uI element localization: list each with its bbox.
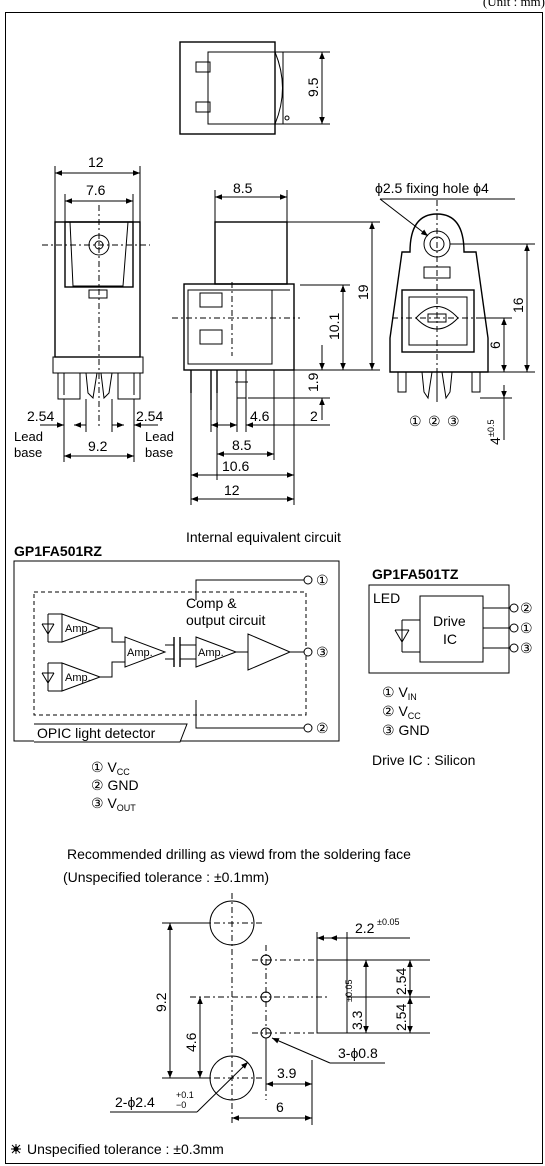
tz-pin-2-sub: CC: [408, 711, 421, 721]
rz-pin-1-sub: CC: [117, 767, 130, 777]
drawing-frame: [5, 12, 543, 1164]
dim-4-tol: ±0.5: [486, 420, 496, 437]
tz-pin-3-name: GND: [398, 722, 429, 738]
tz-pin-2-name: V: [398, 703, 408, 719]
dim-side-8-5: 8.5: [233, 180, 253, 196]
dim-16: 16: [510, 297, 526, 313]
amp-2: Amp.: [65, 672, 91, 684]
top-view: 9.5: [179, 41, 330, 135]
rz-term-2: ②: [316, 720, 329, 736]
hole-big-tol-up: +0.1: [176, 1090, 194, 1100]
dim-2-54-b: 2.54: [393, 1004, 409, 1031]
tz-model: GP1FA501TZ: [372, 566, 459, 582]
tz-pin-3-num: ③: [382, 722, 395, 738]
dim-3-3: 3.3: [349, 1010, 365, 1030]
drive-ic-material: Drive IC : Silicon: [372, 752, 475, 768]
svg-text:③ GND: ③ GND: [382, 722, 430, 738]
lead-base-right-1: Lead: [145, 429, 174, 444]
rz-term-1: ①: [316, 572, 329, 588]
tz-pin-1-num: ①: [382, 684, 395, 700]
hole-big-tol-dn: −0: [176, 1100, 186, 1110]
dim-2-2-tol: ±0.05: [377, 917, 399, 927]
tz-pin-1-sub: IN: [408, 692, 417, 702]
dim-6: 6: [487, 341, 503, 349]
dim-2-54-left: 2.54: [27, 408, 54, 424]
dim-10-6: 10.6: [222, 458, 249, 474]
footer-note: Unspecified tolerance : ±0.3mm: [27, 1141, 224, 1157]
lead-base-right-2: base: [145, 445, 173, 460]
svg-text:② GND: ② GND: [91, 777, 139, 793]
dim-2-2: 2.2: [355, 920, 375, 936]
dim-3-9: 3.9: [277, 1065, 297, 1081]
hole-small-note: 3-ϕ0.8: [338, 1045, 378, 1061]
rz-model: GP1FA501RZ: [14, 543, 102, 559]
dim-9-2: 9.2: [88, 438, 108, 454]
circuit-title: Internal equivalent circuit: [186, 529, 341, 545]
dim-2-54-right: 2.54: [136, 408, 163, 424]
fixing-hole-note: ϕ2.5 fixing hole ϕ4: [375, 180, 489, 196]
amp-4: Amp.: [198, 647, 224, 659]
drilling-pattern: Recommended drilling as viewd from the s…: [63, 846, 430, 1125]
dim-10-1: 10.1: [326, 313, 342, 340]
dim-19: 19: [355, 284, 371, 300]
side-view: 8.5 19 10.1 1.9 4.6 2 8.5 10.6 12: [172, 180, 380, 505]
svg-text:① VCC: ① VCC: [91, 759, 130, 777]
rz-pin-2-name: GND: [107, 777, 138, 793]
dim-drill-4-6: 4.6: [183, 1032, 199, 1052]
amp-3: Amp.: [127, 647, 153, 659]
tz-led-label: LED: [373, 590, 400, 606]
dim-2: 2: [310, 408, 318, 424]
dim-7-6: 7.6: [86, 182, 106, 198]
rz-pin-2-num: ②: [91, 777, 104, 793]
dim-3-3-tol: ±0.05: [344, 980, 354, 1002]
tz-drive-1: Drive: [433, 613, 466, 629]
dim-4: 4: [487, 437, 503, 445]
dim-1-9: 1.9: [305, 372, 321, 392]
comp-label-2: output circuit: [186, 612, 265, 628]
comp-label-1: Comp &: [186, 595, 237, 611]
amp-1: Amp.: [65, 623, 91, 635]
svg-text:③ VOUT: ③ VOUT: [91, 795, 136, 813]
rz-pin-3-num: ③: [91, 795, 104, 811]
rz-term-3: ③: [316, 644, 329, 660]
dim-drill-6: 6: [276, 1099, 284, 1115]
dim-side-12: 12: [224, 482, 240, 498]
dim-drill-9-2: 9.2: [153, 992, 169, 1012]
svg-text:② VCC: ② VCC: [382, 703, 421, 721]
drilling-tolerance: (Unspecified tolerance : ±0.1mm): [63, 869, 269, 885]
rear-view: ϕ2.5 fixing hole ϕ4 16 6 4 ±0.5 ① ② ③: [375, 180, 535, 445]
drilling-title: Recommended drilling as viewd from the s…: [67, 846, 411, 862]
unit-label: (Unit : mm): [482, 0, 545, 9]
tz-term-3: ③: [520, 640, 533, 656]
dim-9-5: 9.5: [305, 77, 321, 97]
tz-pin-2-num: ②: [382, 703, 395, 719]
svg-text:① VIN: ① VIN: [382, 684, 417, 702]
tz-drive-2: IC: [443, 631, 457, 647]
rear-pin-3: ③: [447, 413, 460, 429]
hole-big-note: 2-ϕ2.4: [115, 1094, 155, 1110]
tz-pin-1-name: V: [398, 684, 408, 700]
rz-pin-3-name: V: [107, 795, 117, 811]
dim-12: 12: [88, 154, 104, 170]
rear-pin-2: ②: [428, 413, 441, 429]
circuit-tz: GP1FA501TZ LED Drive IC ② ① ③ ① VIN ② VC…: [368, 566, 533, 768]
circuit-rz: GP1FA501RZ Amp. Amp. Amp. Amp. Comp & ou…: [13, 543, 340, 813]
dim-2-54-a: 2.54: [393, 968, 409, 995]
opic-label: OPIC light detector: [37, 725, 156, 741]
dim-4-6: 4.6: [250, 408, 270, 424]
footer: Unspecified tolerance : ±0.3mm: [11, 1141, 224, 1157]
tz-term-2: ②: [520, 600, 533, 616]
front-view: 12 7.6 2.54 2.54 9.2 Lead base Lead base: [14, 154, 174, 462]
tz-term-1: ①: [520, 620, 533, 636]
rear-pin-1: ①: [409, 413, 422, 429]
lead-base-left-1: Lead: [14, 429, 43, 444]
asterisk-icon: [11, 1144, 21, 1154]
rz-pin-3-sub: OUT: [117, 803, 137, 813]
rz-pin-1-name: V: [107, 759, 117, 775]
lead-base-left-2: base: [14, 445, 42, 460]
dim-side-8-5-bottom: 8.5: [232, 437, 252, 453]
rz-pin-1-num: ①: [91, 759, 104, 775]
